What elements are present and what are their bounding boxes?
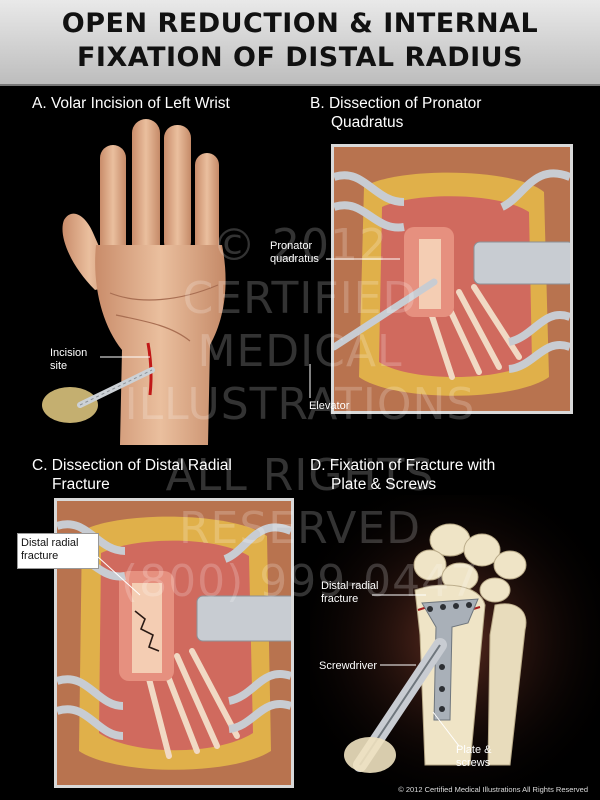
screwdriver-leader-line <box>380 664 416 666</box>
pronator-label-1: Pronator <box>270 240 313 252</box>
watermark-line-5: ALL RIGHTS <box>165 450 435 501</box>
panel-c-fracture-label-2: fracture <box>21 550 59 562</box>
watermark-line-7: (800) 999-0447 <box>120 556 480 607</box>
watermark-line-4: ILLUSTRATIONS <box>124 379 476 430</box>
fracture-leader-line <box>97 556 141 596</box>
elevator-label: Elevator <box>309 400 350 412</box>
fracture-callout-box: Distal radial fracture <box>17 533 99 569</box>
panel-c-heading-2: Fracture <box>52 476 110 493</box>
panel-b-heading-2: Quadratus <box>331 114 404 131</box>
watermark-line-6: RESERVED <box>178 503 422 554</box>
panel-d-heading-2: Plate & Screws <box>331 476 437 493</box>
panel-d-fracture-label-2: fracture <box>321 593 359 605</box>
title-bar: OPEN REDUCTION & INTERNAL FIXATION OF DI… <box>0 0 600 86</box>
incision-site-label-1: Incision <box>50 347 88 359</box>
plate-leader-line <box>432 711 460 747</box>
hand-illustration <box>42 119 226 445</box>
pronator-dissection-illustration <box>334 147 570 411</box>
watermark-line-1: © 2012 <box>212 220 388 271</box>
incision-site-label-2: site <box>50 360 68 372</box>
panel-d-heading-1: D. Fixation of Fracture with <box>310 457 496 474</box>
panel-b-heading-1: B. Dissection of Pronator <box>310 95 482 112</box>
retractor-blade <box>473 241 570 285</box>
watermark-line-3: MEDICAL <box>197 326 403 377</box>
plate-fixation-illustration <box>310 495 600 785</box>
pronator-leader-line <box>326 258 400 260</box>
panel-d-fracture-leader-line <box>372 594 426 596</box>
incision-leader-line <box>100 356 150 358</box>
title-line-2: FIXATION OF DISTAL RADIUS <box>76 42 524 73</box>
copyright-notice: © 2012 Certified Medical Illustrations A… <box>398 785 588 794</box>
panel-d-fracture-label-1: Distal radial <box>321 580 379 592</box>
fracture-line <box>134 610 160 652</box>
pronator-label-2: quadratus <box>270 253 319 265</box>
screwdriver-label: Screwdriver <box>319 660 378 672</box>
panel-a-heading: A. Volar Incision of Left Wrist <box>32 95 230 112</box>
plate-screws-label-2: screws <box>456 757 491 769</box>
watermark-line-2: CERTIFIED <box>182 273 418 324</box>
panel-c-heading-1: C. Dissection of Distal Radial <box>32 457 232 474</box>
panel-c-fracture-label-1: Distal radial <box>21 537 79 549</box>
plate-screws-label-1: Plate & <box>456 744 492 756</box>
elevator-instrument <box>334 278 438 351</box>
elevator-leader-line <box>309 364 311 398</box>
panel-b-frame <box>331 144 573 414</box>
title-line-1: OPEN REDUCTION & INTERNAL <box>61 8 539 39</box>
